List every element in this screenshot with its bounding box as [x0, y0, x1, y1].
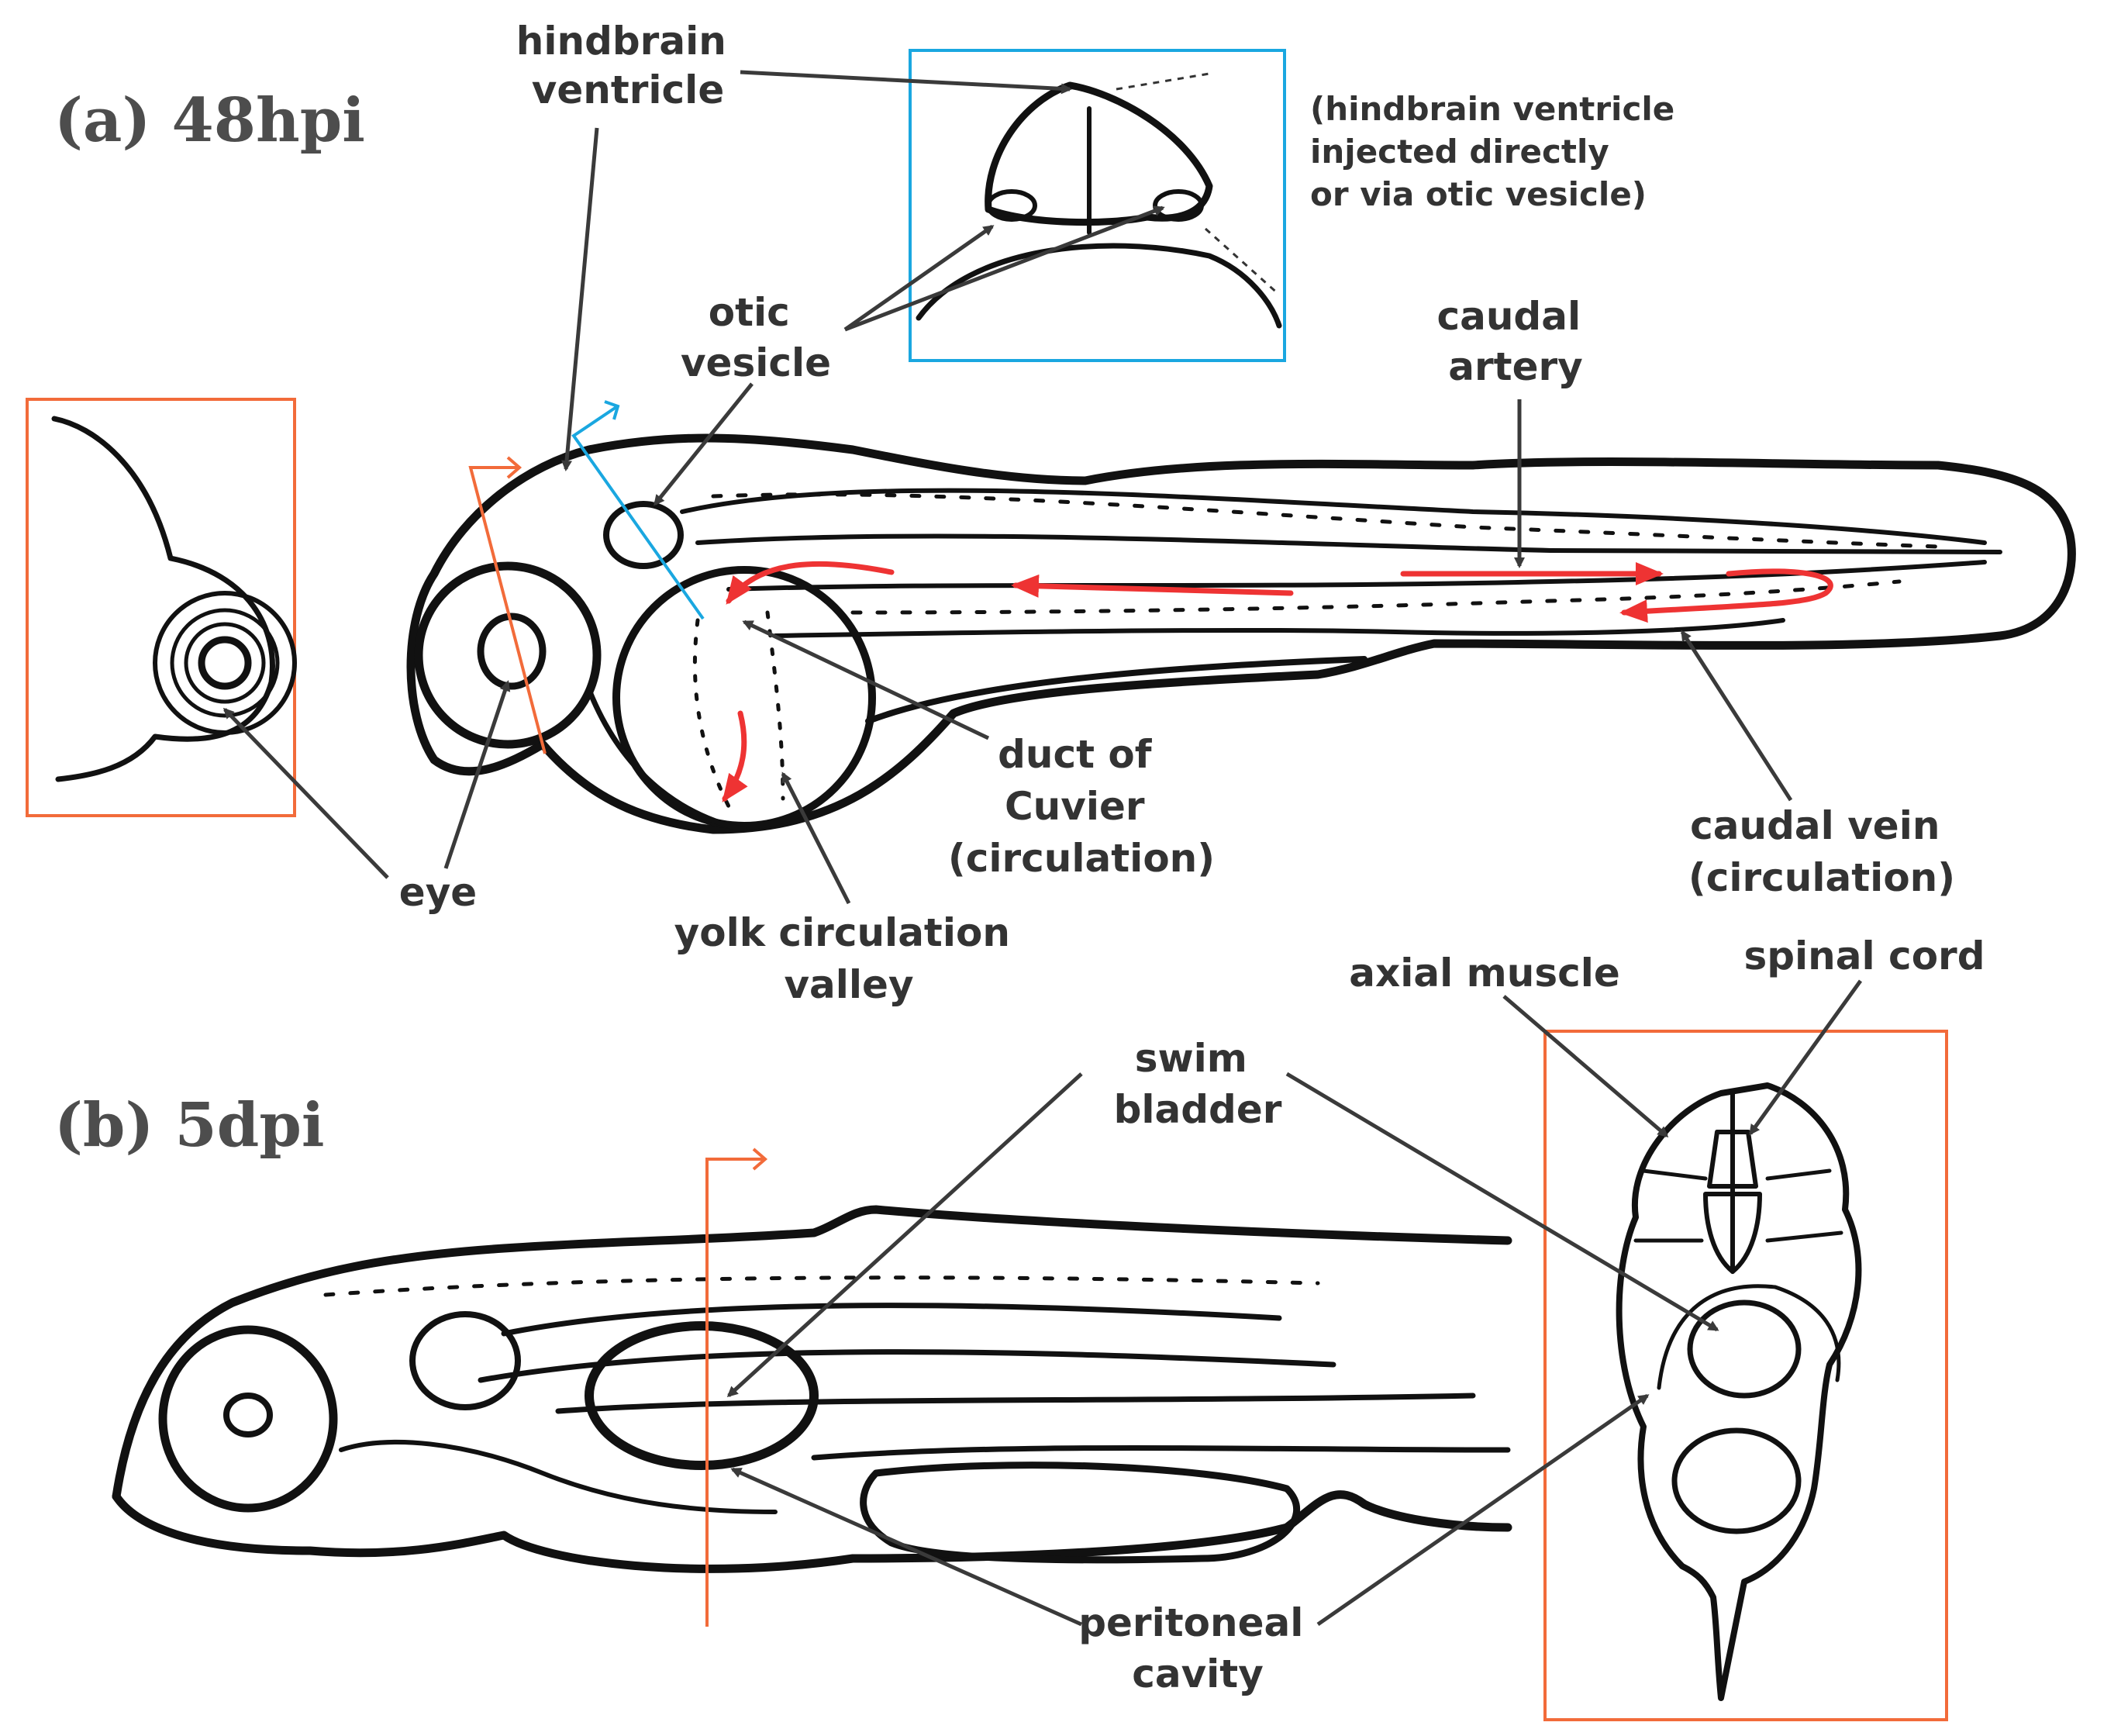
leader-otic-inset-left [843, 224, 995, 332]
larva-48hpi-lens [477, 613, 547, 690]
leader-hindbrain-ventricle-inset [740, 70, 1072, 95]
leader-hindbrain-ventricle-larva [561, 127, 599, 471]
larva-5dpi-swim-bladder [585, 1321, 819, 1470]
circulation-arrow-yolk [722, 710, 748, 802]
inset-yolk-arc [916, 243, 1282, 329]
larva-48hpi [406, 433, 2076, 834]
larva-5dpi-myotomes [323, 1275, 1320, 1297]
inset-trunk-swim-bladder [1687, 1299, 1802, 1399]
inset-eye-frame [26, 398, 296, 817]
larva-48hpi-pericardium [586, 687, 747, 833]
section-markers-a [468, 400, 705, 754]
larva-5dpi [112, 1205, 1512, 1573]
leader-eye-inset [222, 707, 389, 879]
larva-5dpi-jaw [339, 1440, 778, 1514]
circulation-arrow-caudal-vein [1619, 568, 1833, 623]
section-marker-b [705, 1148, 768, 1627]
label-duct-of-cuvier: duct of Cuvier (circulation) [948, 732, 1215, 881]
leader-yolk-circulation-valley [781, 771, 851, 905]
inset-eye-head-outline [51, 416, 275, 782]
larva-48hpi-notochord-top [695, 533, 2002, 554]
leader-peritoneal-cavity-larva [730, 1467, 1083, 1627]
leader-eye-larva [443, 680, 511, 869]
orange-section-line-eye [468, 466, 547, 754]
label-otic-vesicle: otic vesicle [681, 290, 831, 385]
inset-trunk-outline [1616, 1082, 1862, 1701]
leader-caudal-vein [1680, 630, 1793, 802]
larva-48hpi-ventral-line [773, 618, 1785, 638]
inset-right-otic-vesicle [1153, 189, 1204, 222]
panel-a-title: (a) 48hpi [54, 85, 365, 156]
label-axial-muscle: axial muscle [1349, 951, 1620, 996]
label-caudal-artery: caudal artery [1436, 294, 1594, 389]
inset-trunk-peritoneal-line [1657, 1284, 1841, 1390]
circulation-arrow-head [726, 561, 895, 605]
inset-head-outline [985, 81, 1213, 226]
larva-48hpi-eye [414, 561, 602, 749]
leader-duct-of-cuvier [742, 620, 990, 740]
larva-5dpi-line-3 [555, 1393, 1476, 1414]
larva-5dpi-eye [158, 1325, 338, 1513]
larva-48hpi-dorsal-line [680, 488, 1987, 545]
leader-swim-bladder-larva [726, 1072, 1083, 1398]
leader-otic-vesicle-larva [654, 382, 754, 506]
label-injection-note: (hindbrain ventricle injected directly o… [1310, 90, 1686, 213]
inset-trunk-muscle-lines [1633, 1168, 1843, 1243]
larva-48hpi-otic-vesicle [603, 501, 684, 569]
leader-otic-inset-right [844, 205, 1165, 332]
larva-5dpi-dorsal-outline [112, 1205, 1512, 1501]
blue-section-line-otic [571, 406, 705, 620]
blue-section-arrowhead-otic [604, 400, 620, 420]
inset-trunk-notochord [1703, 1192, 1762, 1274]
inset-eye-outer-ring [153, 591, 297, 735]
panel-b-title: (b) 5dpi [54, 1090, 325, 1161]
larva-5dpi-line-2 [478, 1349, 1336, 1383]
larva-48hpi-myotomes-lower [850, 579, 1902, 615]
larva-5dpi-peritoneal-cavity [860, 1462, 1301, 1564]
inset-blue-frame [909, 49, 1286, 362]
larva-48hpi-body-outline [406, 433, 2076, 834]
larva-5dpi-line-4 [811, 1445, 1511, 1461]
labels: hindbrain ventricle (hindbrain ventricle… [399, 19, 1985, 1696]
larva-48hpi-yolk-dots [692, 618, 731, 809]
label-peritoneal-cavity: peritoneal cavity [1078, 1600, 1317, 1696]
label-yolk-circulation-valley: yolk circulation valley [674, 910, 1024, 1007]
inset-trunk-spinal-cord [1707, 1130, 1758, 1189]
leader-swim-bladder-inset [1285, 1072, 1719, 1332]
larva-5dpi-otic-vesicle [409, 1311, 521, 1410]
inset-hindbrain-section [909, 49, 1286, 362]
leader-axial-muscle [1502, 995, 1669, 1137]
larva-5dpi-lens [223, 1393, 273, 1437]
orange-section-line-swim-bladder [705, 1158, 764, 1627]
inset-dashed-injection-line [1116, 72, 1210, 91]
larva-5dpi-line-1 [501, 1303, 1282, 1337]
larva-48hpi-notochord-bottom [726, 560, 1987, 592]
leader-peritoneal-cavity-inset [1316, 1393, 1650, 1627]
orange-section-arrowhead-eye [506, 456, 522, 479]
larva-48hpi-yolk-extension [865, 656, 1367, 724]
label-hindbrain-ventricle: hindbrain ventricle [516, 19, 740, 112]
larva-48hpi-yolk [612, 566, 876, 830]
orange-section-arrowhead-swim-bladder [752, 1148, 768, 1171]
inset-dashed-injection-line-2 [1204, 227, 1281, 296]
label-eye: eye [399, 870, 477, 915]
circulation-arrow-trunk [1011, 574, 1294, 598]
inset-trunk-section [1543, 1030, 1948, 1721]
inset-trunk-gut [1671, 1427, 1802, 1534]
leader-lines [222, 70, 1863, 1627]
inset-left-otic-vesicle [986, 189, 1037, 222]
leader-spinal-cord [1748, 979, 1863, 1136]
circulation-arrows [722, 561, 1833, 802]
inset-eye-inner-ring [184, 622, 266, 704]
inset-trunk-frame [1543, 1030, 1948, 1721]
inset-eye-section [26, 398, 297, 817]
inset-eye-lens [198, 636, 252, 690]
label-caudal-vein: caudal vein (circulation) [1688, 803, 1955, 900]
label-swim-bladder: swim bladder [1114, 1036, 1282, 1132]
label-spinal-cord: spinal cord [1743, 934, 1985, 978]
larva-5dpi-ventral-outline [112, 1490, 1512, 1573]
